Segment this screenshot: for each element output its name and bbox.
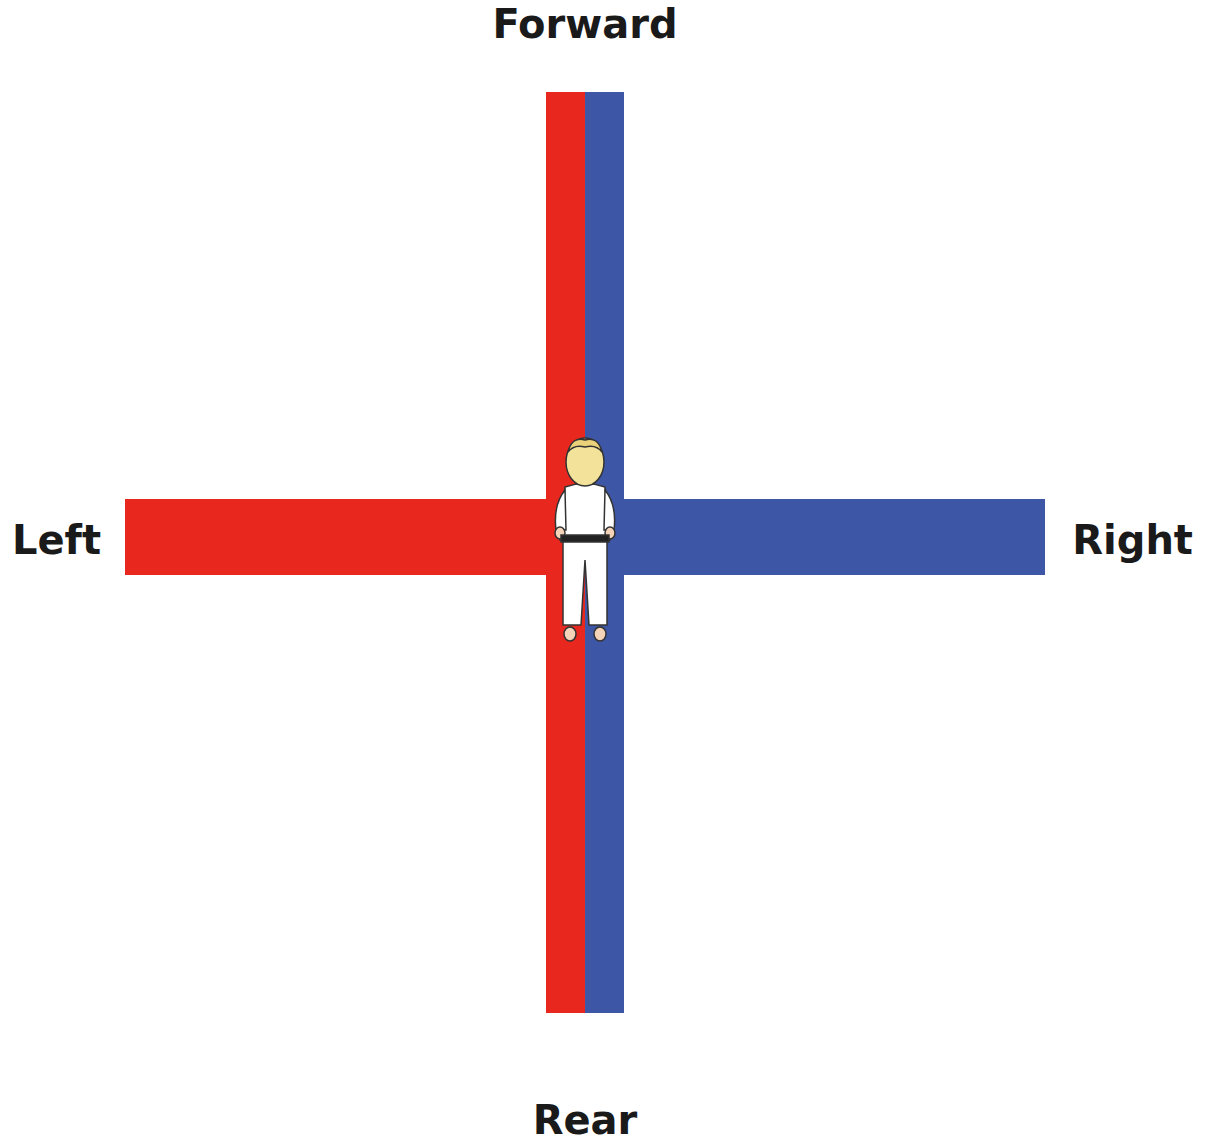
blue-band-horizontal [620,499,1045,575]
direction-label: Right [1072,518,1193,562]
karate-figure [555,438,615,641]
direction-label: Left [12,518,101,562]
red-band-horizontal [125,499,550,575]
direction-label: Forward [492,2,677,46]
direction-label: Rear [533,1098,638,1142]
